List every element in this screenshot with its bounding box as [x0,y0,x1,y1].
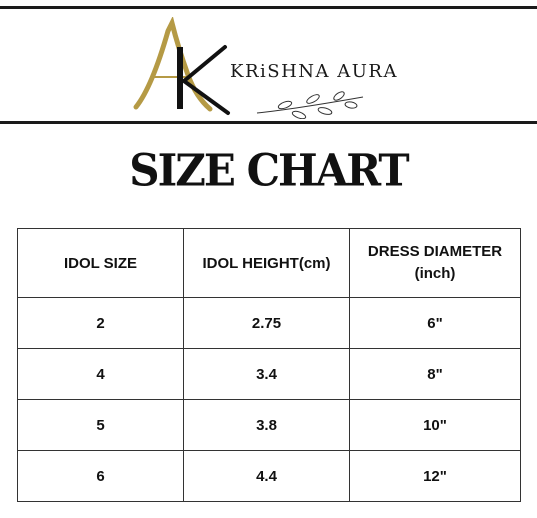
cell-dress-diameter: 8" [349,348,521,400]
header-idol-height: IDOL HEIGHT(cm) [183,228,350,298]
header-idol-size: IDOL SIZE [17,228,184,298]
cell-idol-height: 3.8 [183,399,350,451]
brand-name: KRiSHNA AURA [230,61,398,82]
cell-idol-height: 4.4 [183,450,350,502]
table-row: 4 3.4 8" [17,348,521,400]
table-row: 6 4.4 12" [17,450,521,502]
table-row: 5 3.8 10" [17,399,521,451]
cell-dress-diameter: 10" [349,399,521,451]
table-header-row: IDOL SIZE IDOL HEIGHT(cm) DRESS DIAMETER… [17,228,521,298]
size-table: IDOL SIZE IDOL HEIGHT(cm) DRESS DIAMETER… [17,228,521,502]
cell-idol-size: 6 [17,450,184,502]
brand-monogram-logo [133,17,230,115]
cell-idol-size: 2 [17,297,184,349]
header-dress-diameter-unit: (inch) [414,265,456,282]
brand-banner: KRiSHNA AURA [0,6,537,124]
cell-idol-size: 4 [17,348,184,400]
cell-dress-diameter: 12" [349,450,521,502]
header-dress-diameter: DRESS DIAMETER (inch) [349,228,521,298]
header-dress-diameter-label: DRESS DIAMETER [367,243,503,260]
cell-dress-diameter: 6" [349,297,521,349]
cell-idol-size: 5 [17,399,184,451]
leaf-sprig-icon [256,91,364,119]
cell-idol-height: 3.4 [183,348,350,400]
table-row: 2 2.75 6" [17,297,521,349]
page-title: SIZE CHART [129,144,409,197]
cell-idol-height: 2.75 [183,297,350,349]
